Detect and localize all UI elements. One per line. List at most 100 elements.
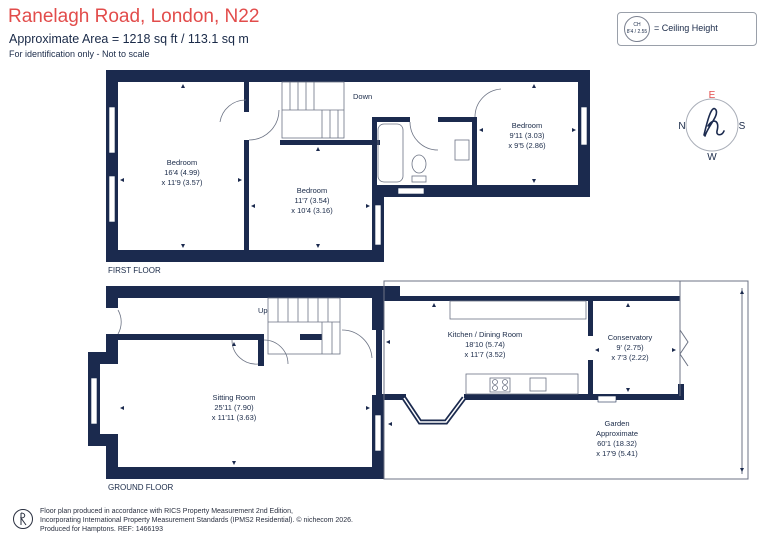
conservatory-doors-icon — [679, 329, 689, 367]
compass-logo-icon — [703, 107, 725, 137]
door-swing-3 — [474, 88, 502, 118]
compass-north: N — [678, 121, 685, 132]
toilet-cistern — [411, 175, 427, 183]
wall-int-bath-top-2 — [438, 117, 476, 122]
ground-floor-label: GROUND FLOOR — [108, 483, 174, 492]
measurement-arrows — [120, 84, 744, 472]
bed1-dim1: 16'4 (4.99) — [164, 168, 200, 177]
badge-bottom: 8'4 / 2.55 — [626, 29, 648, 35]
wall-int-bath-top — [372, 117, 410, 122]
g-wall-left-top — [106, 286, 118, 308]
first-floor-label: FIRST FLOOR — [108, 266, 161, 275]
page-title: Ranelagh Road, London, N22 — [8, 6, 260, 27]
conservatory-dim2: x 7'3 (2.22) — [611, 353, 649, 362]
ceiling-height-legend: CH 8'4 / 2.55 = Ceiling Height — [617, 12, 757, 46]
g-window-sitting-right — [374, 414, 382, 452]
g-window-bay — [90, 377, 98, 425]
kitchen-name: Kitchen / Dining Room — [448, 330, 523, 339]
kitchen-sink — [529, 377, 547, 392]
footer-line-1: Floor plan produced in accordance with R… — [40, 508, 293, 515]
conservatory-dim1: 9' (2.75) — [616, 343, 644, 352]
ground-floor-stairs — [267, 297, 341, 355]
stairs-up-label: Up — [258, 306, 268, 315]
g-wall-sitting-divider — [258, 334, 264, 366]
ground-floor — [88, 286, 684, 479]
conservatory-name: Conservatory — [608, 333, 653, 342]
rics-logo-icon — [13, 509, 33, 529]
garden-dim2: 60'1 (18.32) — [597, 439, 637, 448]
bed2-dim2: x 10'4 (3.16) — [291, 206, 333, 215]
g-wall-kitchen-top — [380, 296, 680, 301]
sitting-dim2: x 11'11 (3.63) — [212, 413, 257, 422]
wall-bottom-bath-bed3 — [372, 185, 590, 197]
first-floor — [106, 70, 590, 262]
bed1-name: Bedroom — [167, 158, 197, 167]
ceiling-height-badge: CH 8'4 / 2.55 — [624, 16, 650, 42]
g-wall-left-mid — [106, 334, 118, 356]
g-wall-kitchen-right-2 — [588, 360, 593, 400]
compass-south: S — [739, 121, 746, 132]
kitchen-dim2: x 11'7 (3.52) — [465, 350, 506, 359]
identification-note: For identification only - Not to scale — [9, 49, 150, 59]
g-door-sitting — [231, 339, 259, 365]
g-wall-sitting-top — [118, 334, 258, 340]
first-floor-stairs — [281, 81, 345, 139]
wall-bottom-bed1 — [106, 250, 250, 262]
washbasin — [454, 139, 470, 161]
g-door-front — [117, 309, 122, 335]
wall-int-1 — [244, 82, 249, 112]
hob — [489, 377, 511, 393]
badge-top: CH — [633, 22, 641, 28]
bed3-dim2: x 9'5 (2.86) — [508, 141, 546, 150]
wall-int-bed3-left — [472, 117, 477, 187]
door-swing-1 — [219, 99, 247, 123]
g-door-kitchen — [341, 329, 373, 359]
bed2-dim1: 11'7 (3.54) — [294, 196, 330, 205]
approximate-area: Approximate Area = 1218 sq ft / 113.1 sq… — [9, 32, 249, 46]
sitting-dim1: 25'11 (7.90) — [214, 403, 254, 412]
sitting-name: Sitting Room — [213, 393, 256, 402]
window-bed1-2 — [108, 175, 116, 223]
window-bed1-1 — [108, 106, 116, 154]
window-bed3 — [580, 106, 588, 146]
wall-left-bed1 — [106, 70, 118, 262]
g-wall-top — [106, 286, 400, 298]
stairs-down-label: Down — [353, 92, 372, 101]
g-wall-kitchen-bottom-1 — [380, 394, 406, 400]
garden-dim1: Approximate — [596, 429, 638, 438]
door-swing-2 — [248, 109, 280, 141]
wall-top — [106, 70, 590, 82]
bed3-dim1: 9'11 (3.03) — [509, 131, 545, 140]
compass-east: E — [709, 90, 716, 101]
toilet — [411, 154, 427, 174]
kitchen-worktop-top — [449, 300, 587, 320]
bed3-name: Bedroom — [512, 121, 542, 130]
garden-name: Garden — [604, 419, 629, 428]
kitchen-worktop-bottom — [465, 373, 579, 395]
g-wall-hall — [300, 334, 322, 340]
g-wall-kitchen-left — [376, 296, 382, 396]
compass: E N S W — [678, 90, 745, 163]
bed2-name: Bedroom — [297, 186, 327, 195]
footer-line-3: Produced for Hamptons. REF: 1466193 — [40, 526, 163, 533]
compass-west: W — [707, 152, 717, 163]
bed1-dim2: x 11'9 (3.57) — [162, 178, 203, 187]
g-wall-kitchen-bottom-2 — [464, 394, 684, 400]
kitchen-dim1: 18'10 (5.74) — [465, 340, 505, 349]
garden-dim3: x 17'9 (5.41) — [596, 449, 638, 458]
bathtub — [377, 123, 404, 183]
door-swing-bath — [409, 121, 439, 151]
garden-boundary — [383, 280, 749, 480]
wall-bottom-bed2 — [244, 250, 384, 262]
compass-ring — [685, 98, 739, 152]
legend-label: = Ceiling Height — [654, 23, 718, 33]
wall-int-bed2-top — [280, 140, 380, 145]
wall-int-bath-left — [372, 117, 377, 187]
window-bath — [397, 187, 425, 195]
window-bed2 — [374, 204, 382, 246]
g-wall-kitchen-right — [588, 296, 593, 336]
footer-line-2: Incorporating International Property Mea… — [40, 517, 353, 524]
wall-int-2 — [244, 140, 249, 252]
g-wall-cons-bottom — [678, 384, 684, 400]
